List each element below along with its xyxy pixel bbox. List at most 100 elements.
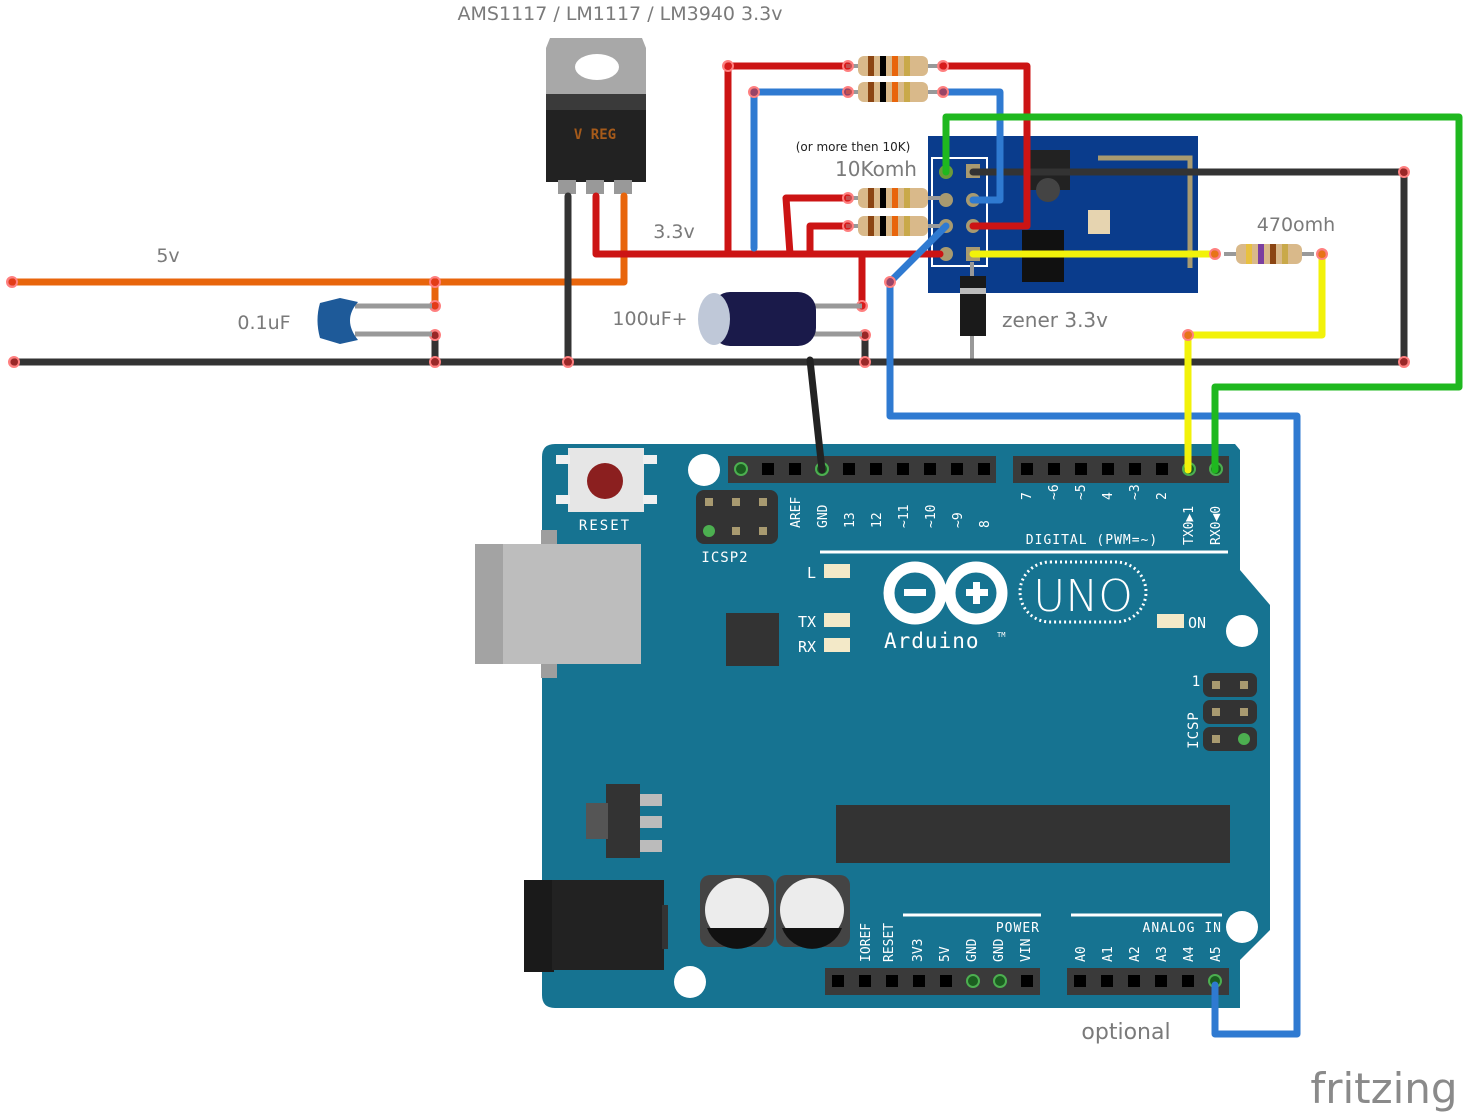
pin-label: 12 <box>870 512 885 528</box>
voltage-regulator <box>546 38 646 194</box>
resistor <box>846 82 940 102</box>
wire-endpoint[interactable] <box>842 192 854 204</box>
wires <box>8 62 1463 1038</box>
wire-endpoint[interactable] <box>6 276 18 288</box>
header-pin[interactable] <box>1021 463 1033 475</box>
wire-endpoint[interactable] <box>842 86 854 98</box>
wire-3v3 <box>592 192 944 258</box>
wire-endpoint[interactable] <box>562 356 574 368</box>
header-pin[interactable] <box>870 463 882 475</box>
resistor <box>846 188 940 208</box>
optional-label: optional <box>1081 1020 1170 1045</box>
wire-endpoint[interactable] <box>8 356 20 368</box>
header-pin[interactable] <box>1155 975 1167 987</box>
wire-endpoint[interactable] <box>429 276 441 288</box>
wire-endpoint[interactable] <box>1182 329 1194 341</box>
dc-power-jack <box>524 880 668 972</box>
regulator-label: AMS1117 / LM1117 / LM3940 3.3v <box>458 3 783 25</box>
arduino-logo <box>883 561 1008 625</box>
pin-label: A1 <box>1101 946 1116 962</box>
header-pin[interactable] <box>1129 463 1141 475</box>
fritzing-logo: fritzing <box>1310 1064 1457 1113</box>
ceramic-capacitor <box>317 298 432 344</box>
uno-label: UNO <box>1033 571 1133 622</box>
wire-endpoint[interactable] <box>884 276 896 288</box>
resistor-note: (or more then 10K) <box>796 140 911 154</box>
wire-endpoint[interactable] <box>1398 166 1410 178</box>
header-pin[interactable] <box>966 974 980 988</box>
pin-label: AREF <box>789 497 804 528</box>
header-pin[interactable] <box>897 463 909 475</box>
pin-label: A4 <box>1182 946 1197 962</box>
header-pin[interactable] <box>789 463 801 475</box>
header-pin[interactable] <box>832 975 844 987</box>
pin-label: 7 <box>1020 492 1035 500</box>
wire-endpoint[interactable] <box>842 220 854 232</box>
usb-chip <box>726 613 779 666</box>
pin-label: 4 <box>1101 492 1116 500</box>
wire-endpoint[interactable] <box>748 86 760 98</box>
icsp-label: ICSP <box>1186 711 1202 749</box>
pin-label: GND <box>965 938 980 962</box>
header-pin[interactable] <box>913 975 925 987</box>
wire-endpoint[interactable] <box>1398 356 1410 368</box>
header-pin[interactable] <box>843 463 855 475</box>
icsp2-header <box>696 490 778 544</box>
pin-label: RESET <box>882 923 897 962</box>
wire-endpoint[interactable] <box>429 356 441 368</box>
zener-label: zener 3.3v <box>1002 308 1108 332</box>
header-pin[interactable] <box>1102 463 1114 475</box>
reset-button[interactable] <box>556 448 657 512</box>
digital-header-right <box>1013 456 1229 483</box>
header-pin[interactable] <box>924 463 936 475</box>
pin-label: ~5 <box>1074 484 1089 500</box>
led-l <box>824 564 850 578</box>
header-pin[interactable] <box>1182 975 1194 987</box>
pin-label: 8 <box>978 520 993 528</box>
icsp-header <box>1203 673 1257 751</box>
wire-endpoint[interactable] <box>1316 248 1328 260</box>
resistor <box>846 216 940 236</box>
pin-label: ~6 <box>1047 484 1062 500</box>
wire-gnd <box>10 168 1408 366</box>
wire-endpoint[interactable] <box>1209 248 1221 260</box>
header-pin[interactable] <box>1074 975 1086 987</box>
header-pin[interactable] <box>951 463 963 475</box>
header-pin[interactable] <box>993 974 1007 988</box>
wire-endpoint[interactable] <box>937 60 949 72</box>
header-pin[interactable] <box>762 463 774 475</box>
esp8266-module <box>928 136 1198 293</box>
mounting-hole <box>1226 615 1258 647</box>
pin-label: 3V3 <box>911 939 926 962</box>
resistor-470-label: 470omh <box>1257 214 1335 236</box>
vreg-text: V REG <box>574 127 616 143</box>
wire-endpoint[interactable] <box>859 356 871 368</box>
header-pin[interactable] <box>1021 975 1033 987</box>
header-pin[interactable] <box>1128 975 1140 987</box>
onboard-capacitor <box>700 875 774 949</box>
pin-label: ~10 <box>924 505 939 528</box>
led-rx-label: RX <box>798 638 816 656</box>
resistor <box>846 56 940 76</box>
wire-endpoint[interactable] <box>722 60 734 72</box>
digital-header-left <box>728 456 996 483</box>
wire-endpoint[interactable] <box>842 60 854 72</box>
header-pin[interactable] <box>978 463 990 475</box>
header-pin[interactable] <box>1101 975 1113 987</box>
onboard-capacitor <box>776 875 850 949</box>
header-pin[interactable] <box>859 975 871 987</box>
header-pin[interactable] <box>734 462 748 476</box>
header-pin[interactable] <box>940 975 952 987</box>
power-label: POWER <box>996 921 1040 936</box>
header-pin[interactable] <box>1048 463 1060 475</box>
pin-label: GND <box>816 504 831 528</box>
pin-label: A2 <box>1128 946 1143 962</box>
wire-endpoint[interactable] <box>937 86 949 98</box>
electrolytic-capacitor <box>698 292 862 346</box>
header-pin[interactable] <box>886 975 898 987</box>
onboard-regulator <box>586 784 662 858</box>
header-pin[interactable] <box>1075 463 1087 475</box>
header-pin[interactable] <box>1156 463 1168 475</box>
